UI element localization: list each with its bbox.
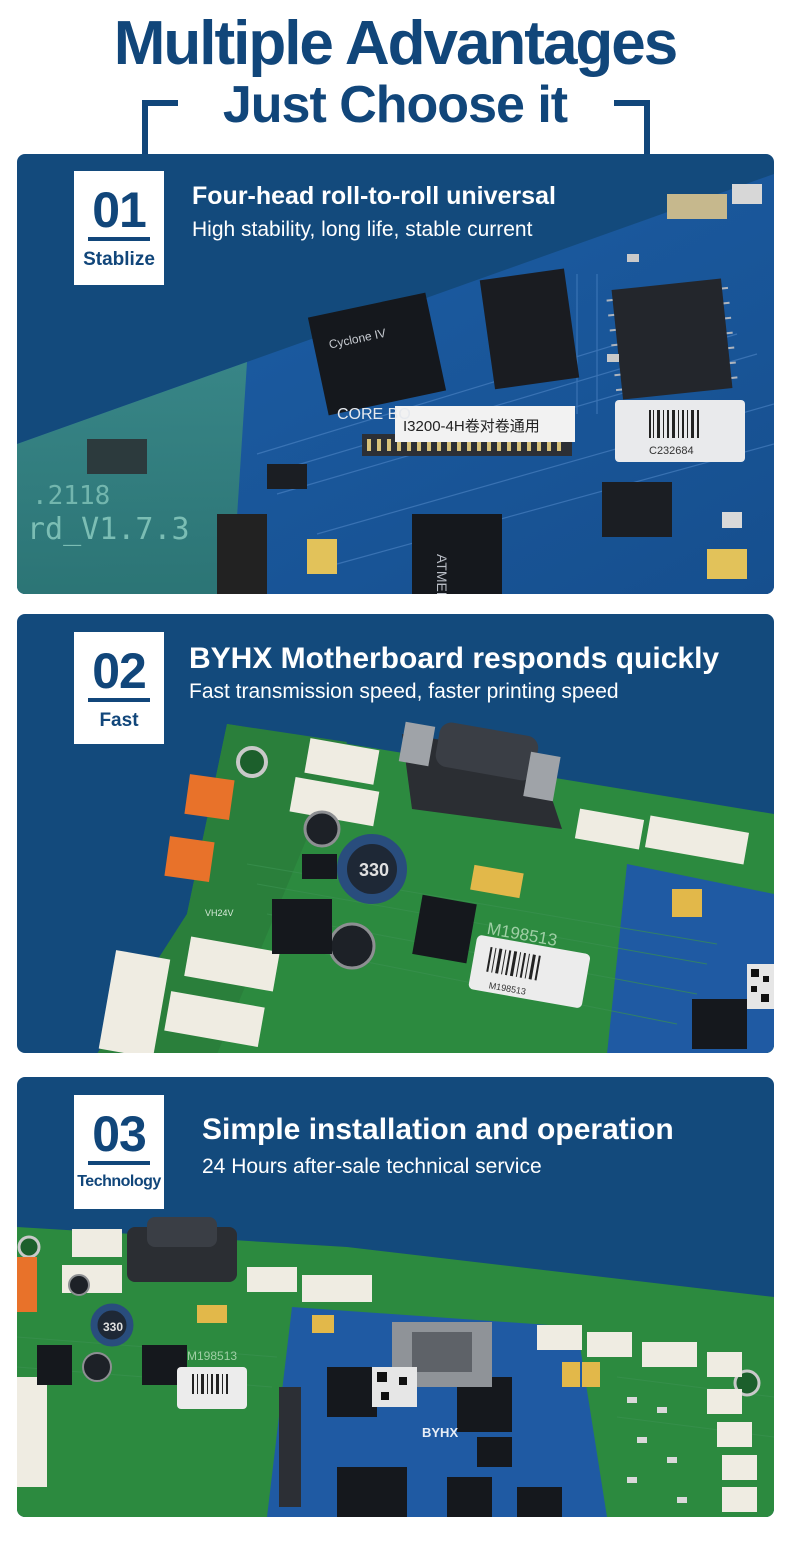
feature-label: Fast bbox=[99, 710, 139, 731]
feature-heading: Simple installation and operation bbox=[202, 1113, 674, 1146]
feature-subheading: High stability, long life, stable curren… bbox=[192, 218, 533, 241]
feature-subheading: Fast transmission speed, faster printing… bbox=[189, 680, 619, 703]
feature-card-fast: 330 M198513 M198513 VH24V 02 Fast BYHX M… bbox=[17, 614, 774, 1053]
page-header: Multiple Advantages Just Choose it bbox=[0, 0, 790, 160]
feature-card-technology: 330 M198513 BYHX bbox=[17, 1077, 774, 1517]
feature-number-badge: 02 Fast bbox=[74, 632, 164, 744]
core-board-label: CORE BO bbox=[337, 406, 411, 423]
feature-number-badge: 01 Stablize bbox=[74, 171, 164, 285]
barcode-number: C232684 bbox=[649, 445, 694, 457]
board-version-label: rd_V1.7.3 bbox=[27, 512, 190, 547]
voltage-label: VH24V bbox=[205, 908, 234, 918]
feature-card-stablize: Cyclone IV I3200-4H卷对卷通用 CORE BO bbox=[17, 154, 774, 594]
feature-subheading: 24 Hours after-sale technical service bbox=[202, 1155, 542, 1178]
feature-number: 01 bbox=[88, 183, 150, 241]
circuit-board-closeup-photo: Cyclone IV I3200-4H卷对卷通用 CORE BO bbox=[17, 174, 774, 594]
board-label-text: I3200-4H卷对卷通用 bbox=[403, 418, 540, 435]
feature-heading: Four-head roll-to-roll universal bbox=[192, 182, 556, 210]
page-title: Multiple Advantages bbox=[113, 9, 679, 78]
feature-number: 03 bbox=[88, 1107, 150, 1165]
feature-number: 02 bbox=[88, 644, 150, 702]
inductor-label: 330 bbox=[359, 860, 389, 880]
inductor-label: 330 bbox=[103, 1320, 123, 1334]
page-subtitle: Just Choose it bbox=[222, 76, 568, 134]
board-model-label: M198513 bbox=[187, 1349, 237, 1363]
board-number-label: .2118 bbox=[32, 481, 110, 511]
atmel-chip-label: ATMEL bbox=[434, 554, 450, 594]
feature-label: Stablize bbox=[83, 249, 155, 270]
feature-heading: BYHX Motherboard responds quickly bbox=[189, 642, 720, 675]
feature-label: Technology bbox=[77, 1173, 161, 1190]
bracket-right-decoration bbox=[614, 100, 650, 156]
bracket-left-decoration bbox=[142, 100, 178, 156]
full-motherboard-assembly-photo: 330 M198513 BYHX bbox=[17, 1217, 774, 1517]
brand-mark-label: BYHX bbox=[422, 1425, 458, 1440]
green-motherboard-photo: 330 M198513 M198513 VH24V bbox=[97, 721, 774, 1053]
feature-number-badge: 03 Technology bbox=[74, 1095, 164, 1209]
